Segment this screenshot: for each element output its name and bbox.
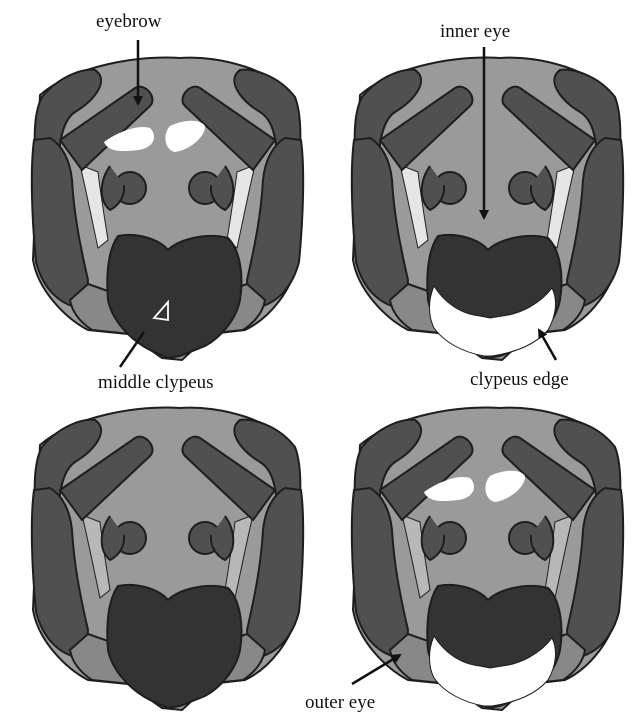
wasp-face-bottom-right — [352, 407, 623, 710]
eyebrow-label: eyebrow — [96, 11, 162, 32]
wasp-face-top-right — [352, 57, 623, 360]
clypeus — [107, 585, 241, 708]
clypeus — [107, 235, 241, 358]
wasp-face-bottom-left — [32, 407, 303, 710]
outer-eye-label: outer eye — [305, 692, 375, 712]
inner-eye-label: inner eye — [440, 21, 510, 42]
middle-clypeus-label: middle clypeus — [98, 372, 214, 393]
clypeus-edge-arrow — [539, 330, 556, 360]
clypeus-edge-label: clypeus edge — [470, 369, 569, 390]
